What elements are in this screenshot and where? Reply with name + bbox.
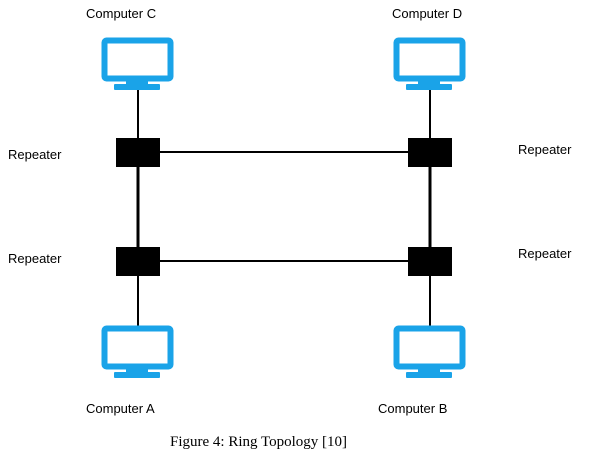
computer-d-monitor-icon [393, 37, 466, 90]
computer-c-label: Computer C [86, 6, 157, 21]
computer-a-monitor-icon [101, 325, 174, 378]
computer-b-monitor-icon [393, 325, 466, 378]
repeater-top-left-label: Repeater [8, 147, 62, 162]
ring-vertical-links [136, 166, 432, 247]
computer-c-monitor-icon [101, 37, 174, 90]
computer-b-label: Computer B [378, 401, 448, 416]
repeater-top-left-node [116, 138, 160, 167]
repeater-bottom-right-node [408, 247, 452, 276]
computer-a-label: Computer A [86, 401, 155, 416]
repeater-bottom-left-label: Repeater [8, 251, 62, 266]
figure-caption: Figure 4: Ring Topology [10] [170, 434, 348, 450]
repeater-bottom-right-label: Repeater [518, 246, 572, 261]
computer-d-label: Computer D [392, 6, 463, 21]
repeater-bottom-left-node [116, 247, 160, 276]
repeater-top-right-label: Repeater [518, 142, 572, 157]
repeaters [116, 138, 452, 276]
repeater-top-right-node [408, 138, 452, 167]
cables [137, 80, 431, 326]
